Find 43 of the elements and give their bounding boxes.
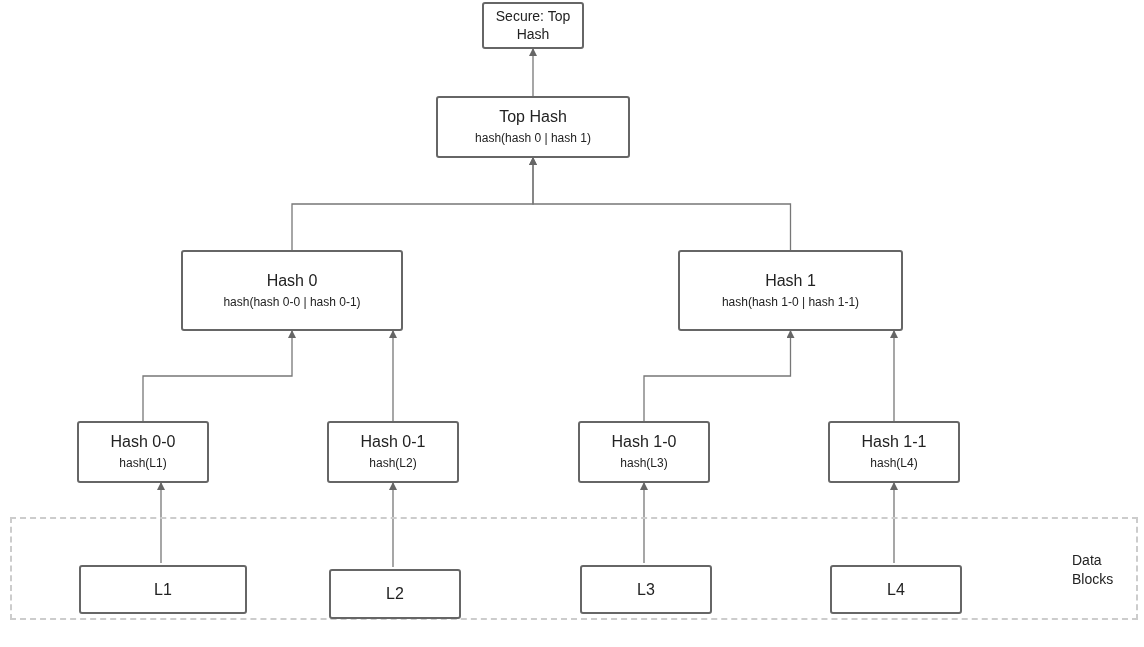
hash-formula: hash(L2) <box>369 455 417 472</box>
node-title: Hash 0-0 <box>109 432 177 453</box>
arrow <box>389 330 397 422</box>
arrow <box>389 482 397 568</box>
arrow <box>890 330 898 422</box>
node-title: Secure: Top Hash <box>494 8 572 43</box>
arrow <box>640 482 648 564</box>
arrow <box>890 482 898 564</box>
node-title: L1 <box>153 579 173 600</box>
hash-box <box>578 421 710 483</box>
data-block-box <box>329 569 461 619</box>
hash-formula: hash(L4) <box>870 455 918 472</box>
node-title: Hash 1-1 <box>860 432 928 453</box>
hash-formula: hash(hash 0 | hash 1) <box>475 130 591 147</box>
data-block-box <box>79 565 247 614</box>
hash-formula: hash(L1) <box>119 455 167 472</box>
hash-box <box>436 96 630 158</box>
arrow <box>643 330 795 422</box>
hash-formula: hash(L3) <box>620 455 668 472</box>
node-title: Hash 0 <box>265 270 319 291</box>
hash-box <box>678 250 903 331</box>
arrow <box>157 482 165 564</box>
node-title: Hash 0-1 <box>359 432 427 453</box>
hash-box <box>181 250 403 331</box>
hash-box <box>77 421 209 483</box>
hash-box <box>482 2 584 49</box>
node-title: L2 <box>385 584 405 604</box>
hash-formula: hash(hash 1-0 | hash 1-1) <box>721 293 860 311</box>
data-block-box <box>580 565 712 614</box>
node-title: L3 <box>636 579 656 600</box>
node-title: Hash 1 <box>764 270 817 291</box>
node-title: L4 <box>886 579 906 600</box>
region-label: Data Blocks <box>1072 551 1115 589</box>
hash-box <box>828 421 960 483</box>
node-title: Hash 1-0 <box>610 432 678 453</box>
data-block-box <box>830 565 962 614</box>
hash-box <box>327 421 459 483</box>
arrow <box>142 330 296 422</box>
node-title: Top Hash <box>498 107 568 128</box>
arrow <box>529 48 537 97</box>
data-blocks-region <box>10 517 1138 620</box>
arrow <box>529 157 792 251</box>
hash-formula: hash(hash 0-0 | hash 0-1) <box>223 293 361 311</box>
